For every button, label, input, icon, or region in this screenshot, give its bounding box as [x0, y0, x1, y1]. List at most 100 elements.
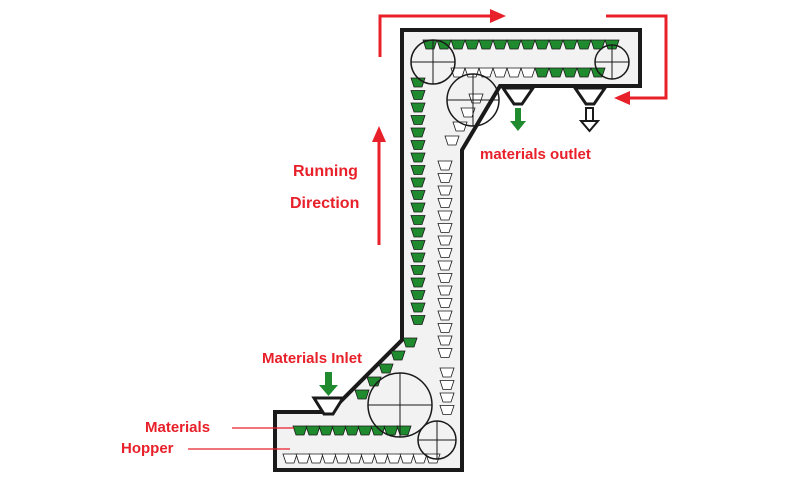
bucket-empty: [321, 453, 337, 464]
bucket-full: [534, 39, 550, 50]
bucket-full: [506, 39, 522, 50]
bucket-full: [402, 337, 418, 348]
running-direction-label-line1: Running: [293, 163, 358, 180]
bucket-full: [576, 39, 592, 50]
bucket-empty: [437, 310, 453, 321]
running-direction-arrow-right: [606, 14, 668, 105]
inlet-chute: [311, 396, 346, 416]
bucket-empty: [437, 185, 453, 196]
bucket-empty: [439, 367, 455, 378]
bucket-empty: [437, 248, 453, 258]
bucket-empty: [347, 453, 363, 464]
bucket-empty: [437, 160, 453, 171]
bucket-full: [292, 425, 308, 436]
bucket-full: [354, 389, 370, 400]
bucket-empty: [439, 405, 455, 415]
bucket-full: [410, 152, 426, 163]
bucket-full: [410, 227, 426, 238]
running-direction-label-line2: Direction: [290, 195, 359, 212]
bucket-empty: [308, 453, 324, 464]
bucket-full: [478, 39, 494, 50]
upper-bend-sprocket: [446, 73, 500, 127]
bucket-empty: [386, 453, 402, 464]
bucket-full: [390, 350, 406, 361]
bucket-empty: [437, 298, 453, 308]
bucket-full: [410, 140, 426, 150]
bucket-empty: [439, 392, 455, 403]
bucket-full: [576, 67, 592, 78]
bucket-full: [410, 202, 426, 213]
bucket-empty: [437, 260, 453, 271]
bucket-full: [548, 67, 564, 78]
bucket-empty: [437, 285, 453, 296]
bucket-empty: [399, 453, 415, 464]
bucket-full: [383, 425, 399, 436]
bucket-full: [464, 39, 480, 50]
bucket-full: [366, 376, 382, 387]
bucket-full: [410, 252, 426, 263]
bucket-empty: [478, 67, 494, 78]
running-direction-arrow-up: [372, 126, 386, 245]
materials-hopper-label-line1: Materials: [145, 419, 210, 436]
bucket-full: [548, 39, 564, 50]
bucket-full: [378, 363, 394, 374]
bucket-empty: [437, 335, 453, 346]
arrow-down-icon: [510, 108, 526, 131]
bucket-full: [436, 39, 452, 50]
top-right-sprocket: [594, 44, 630, 80]
bucket-full: [534, 67, 550, 78]
outlet-chute-1: [500, 86, 536, 106]
bucket-empty: [437, 235, 453, 246]
bucket-full: [410, 290, 426, 300]
bucket-full: [410, 240, 426, 250]
bucket-empty: [360, 453, 376, 464]
bucket-full: [357, 425, 373, 436]
bucket-empty: [437, 173, 453, 183]
lower-bend-sprocket: [367, 372, 433, 438]
bucket-full: [562, 39, 578, 50]
bucket-full: [318, 425, 334, 436]
bucket-full: [450, 39, 466, 50]
bucket-full: [410, 165, 426, 175]
bucket-full: [370, 425, 386, 436]
arrow-down-icon: [319, 372, 338, 396]
outlet-chute-2: [572, 86, 608, 106]
bucket-full: [410, 277, 426, 288]
bucket-empty: [520, 67, 536, 78]
bucket-empty: [282, 453, 298, 464]
materials-hopper-label-line2: Hopper: [121, 440, 174, 457]
bucket-empty: [439, 380, 455, 390]
bucket-full: [520, 39, 536, 50]
bucket-full: [410, 302, 426, 313]
bucket-full: [410, 127, 426, 138]
arrow-down-outline-icon: [578, 107, 601, 133]
running-direction-arrow-top: [378, 9, 506, 57]
bucket-full: [562, 67, 578, 78]
bucket-empty: [437, 348, 453, 358]
bucket-full: [410, 215, 426, 225]
bucket-empty: [334, 453, 350, 464]
bucket-empty: [295, 453, 311, 464]
bucket-empty: [444, 135, 460, 146]
bucket-full: [410, 102, 426, 113]
bucket-full: [344, 425, 360, 436]
bucket-empty: [373, 453, 389, 464]
bucket-full: [410, 115, 426, 125]
bucket-full: [331, 425, 347, 436]
bucket-empty: [437, 223, 453, 233]
bucket-full: [492, 39, 508, 50]
materials-inlet-label: Materials Inlet: [262, 350, 362, 367]
bucket-empty: [460, 107, 476, 118]
bucket-empty: [492, 67, 508, 78]
bucket-full: [410, 90, 426, 100]
bucket-empty: [437, 273, 453, 283]
materials-outlet-label: materials outlet: [480, 146, 591, 163]
bucket-full: [410, 265, 426, 275]
bucket-chain: [282, 39, 620, 464]
bucket-full: [410, 315, 426, 325]
bucket-empty: [437, 198, 453, 208]
bucket-full: [410, 177, 426, 188]
bucket-empty: [437, 323, 453, 333]
bucket-empty: [437, 210, 453, 221]
